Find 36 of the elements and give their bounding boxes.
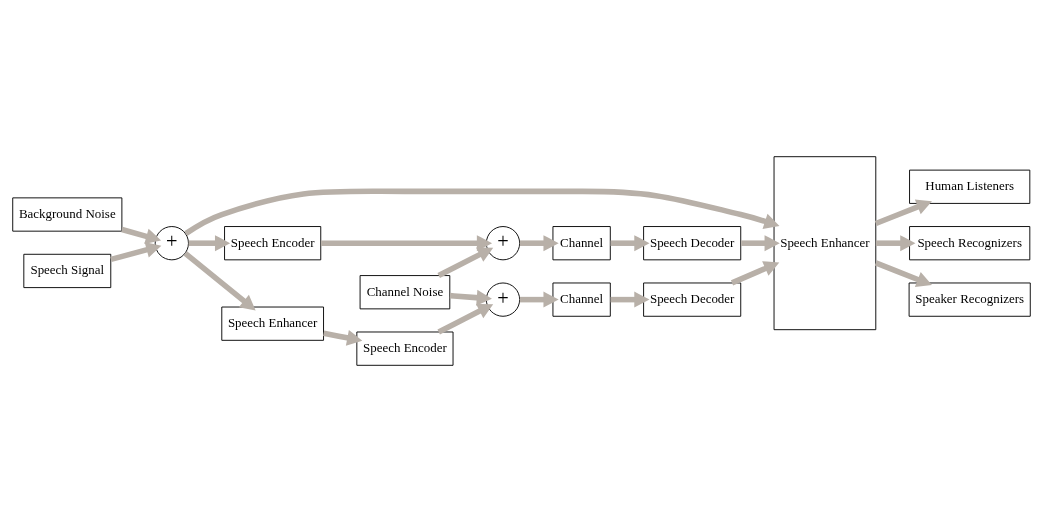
arrow — [874, 259, 932, 287]
arrow — [188, 234, 231, 251]
arrow — [874, 198, 932, 226]
arrow — [437, 247, 494, 278]
node-box: Human Listeners — [909, 169, 1031, 204]
arrow — [110, 241, 162, 262]
arrow — [875, 234, 916, 251]
arrow — [184, 188, 780, 236]
arrow — [519, 234, 559, 251]
node-box: Speaker Recognizers — [908, 282, 1031, 317]
node-circle: + — [154, 225, 189, 260]
arrow — [121, 226, 162, 244]
node-box: Channel — [552, 282, 611, 317]
arrow — [449, 289, 492, 306]
node-box: Speech Decoder — [643, 225, 742, 260]
node-box: Channel — [552, 225, 611, 260]
node-box: Channel Noise — [359, 274, 451, 309]
arrow — [730, 260, 780, 285]
arrow — [437, 303, 494, 334]
node-circle: + — [485, 225, 521, 260]
node-circle: + — [485, 282, 521, 317]
node-box: Speech Decoder — [643, 282, 742, 317]
arrow — [610, 291, 650, 308]
arrow — [741, 234, 780, 251]
node-box: Speech Encoder — [224, 225, 322, 260]
arrow — [519, 291, 559, 308]
arrow — [320, 234, 493, 251]
arrow — [323, 329, 363, 346]
node-box: Background Noise — [12, 196, 123, 232]
node-box: Speech Enhancer — [773, 155, 877, 330]
node-box: Speech Enhancer — [221, 306, 324, 341]
node-box: Speech Signal — [23, 253, 112, 288]
node-box: Speech Encoder — [356, 331, 454, 366]
arrow — [183, 250, 256, 311]
arrow — [610, 234, 650, 251]
node-box: Speech Recognizers — [909, 225, 1031, 260]
